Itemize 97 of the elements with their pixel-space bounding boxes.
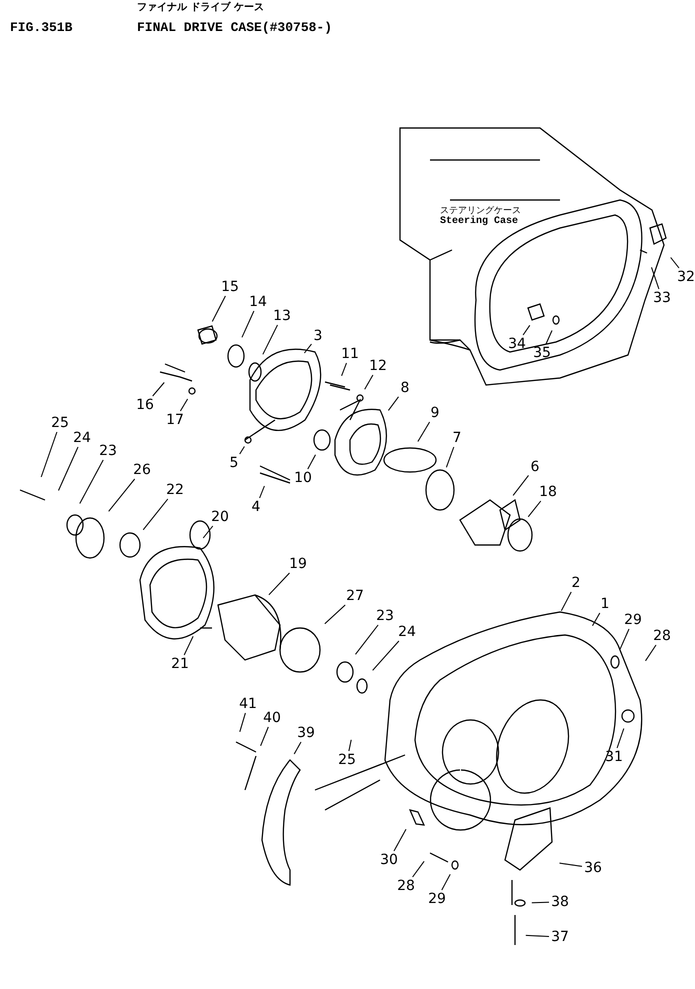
leader-line [446, 446, 454, 468]
leader-line [341, 362, 347, 376]
callout-number: 12 [369, 358, 387, 374]
part-label: ステアリングケース [440, 205, 521, 216]
callout-number: 28 [653, 628, 671, 644]
leader-line [268, 572, 290, 596]
figure-number: FIG.351B [10, 20, 72, 35]
callout-number: 38 [551, 894, 569, 910]
callout-number: 17 [166, 412, 184, 428]
leader-line [531, 902, 550, 904]
leader-line [441, 874, 451, 890]
leader-line [559, 862, 582, 867]
callout-number: 7 [452, 430, 462, 446]
leader-line [592, 612, 600, 626]
leader-line [394, 828, 406, 852]
callout-number: 29 [624, 612, 642, 628]
callout-number: 29 [428, 891, 446, 907]
callout-number: 21 [171, 656, 189, 672]
callout-number: 32 [677, 269, 695, 285]
leader-line [525, 934, 550, 937]
leader-line [262, 324, 278, 355]
leader-line [670, 257, 680, 268]
leader-line [364, 374, 374, 390]
leader-line [304, 344, 312, 354]
callout-number: 36 [584, 860, 602, 876]
leader-line [212, 296, 226, 322]
callout-number: 1 [600, 596, 610, 612]
leader-line [180, 398, 188, 412]
leader-line [184, 636, 194, 656]
leader-line [294, 742, 302, 754]
callout-number: 23 [99, 443, 117, 459]
callout-number: 16 [136, 397, 154, 413]
callout-number: 6 [530, 459, 540, 475]
leader-line [40, 432, 58, 478]
callout-number: 41 [239, 696, 257, 712]
leader-line [307, 454, 316, 470]
leader-line [239, 446, 245, 454]
leader-line [522, 324, 530, 336]
callout-number: 15 [221, 279, 239, 295]
leader-line [239, 712, 246, 732]
part-label: Steering Case [440, 216, 518, 227]
leader-line [79, 460, 104, 504]
leader-line [388, 396, 399, 411]
leader-line [620, 628, 630, 650]
callout-number: 27 [346, 588, 364, 604]
leader-line [560, 592, 572, 612]
leader-line [412, 860, 425, 878]
callout-number: 13 [273, 308, 291, 324]
callout-number: 31 [605, 749, 623, 765]
callout-number: 25 [338, 752, 356, 768]
title: FINAL DRIVE CASE(#30758-) [137, 20, 332, 35]
leader-line [528, 500, 542, 518]
callout-number: 11 [341, 346, 359, 362]
callout-number: 40 [263, 710, 281, 726]
leader-line [259, 486, 265, 498]
leader-line [512, 474, 529, 496]
callout-number: 25 [51, 415, 69, 431]
callout-number: 33 [653, 290, 671, 306]
leader-line [260, 726, 269, 746]
callout-number: 14 [249, 294, 267, 310]
leader-line [651, 266, 660, 290]
leader-line [242, 310, 254, 338]
callout-number: 26 [133, 462, 151, 478]
callout-number: 34 [508, 336, 526, 352]
leader-line [546, 330, 552, 344]
callout-number: 8 [400, 380, 410, 396]
callout-number: 24 [398, 624, 416, 640]
callout-number: 35 [533, 345, 551, 361]
leader-line [58, 446, 78, 491]
callout-number: 3 [314, 328, 322, 344]
callout-number: 23 [376, 608, 394, 624]
leader-line [324, 604, 346, 624]
callout-number: 37 [551, 929, 569, 945]
callout-number: 28 [397, 878, 415, 894]
callout-number: 19 [289, 556, 307, 572]
callout-number: 30 [380, 852, 398, 868]
leader-line [108, 478, 136, 512]
leader-line [417, 422, 430, 442]
callout-number: 5 [230, 455, 238, 471]
leader-line [645, 644, 656, 662]
callout-number: 9 [430, 405, 440, 421]
leader-line [348, 739, 352, 752]
leader-line [372, 640, 400, 671]
leader-line [616, 728, 624, 748]
leader-line [142, 498, 168, 530]
leader-line [355, 624, 379, 655]
callout-number: 10 [294, 470, 312, 486]
callout-number: 24 [73, 430, 91, 446]
callout-number: 4 [252, 499, 260, 515]
callout-number: 20 [211, 509, 229, 525]
callout-number: 39 [297, 725, 315, 741]
leader-line [152, 382, 165, 396]
callout-number: 22 [166, 482, 184, 498]
heading-text: ファイナル ドライブ ケース [137, 0, 264, 14]
leader-line [202, 526, 214, 538]
callout-number: 18 [539, 484, 557, 500]
callout-number: 2 [572, 575, 580, 591]
